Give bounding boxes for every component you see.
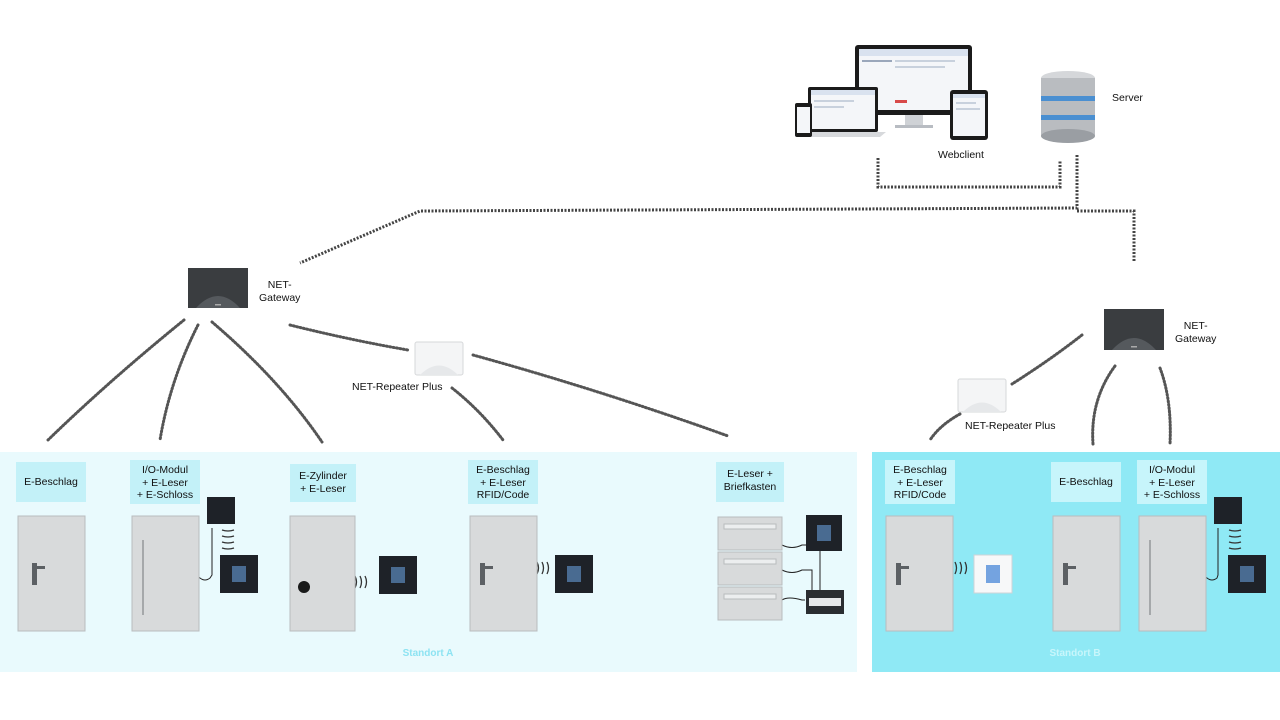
phone-icon: [795, 103, 812, 137]
door-b-3: [1138, 515, 1207, 632]
keypad-reader-icon: [220, 515, 1266, 594]
repeater-a-label: NET-Repeater Plus: [352, 381, 443, 393]
server-icon: [1041, 71, 1095, 143]
network-cable: [299, 155, 1136, 265]
repeater-b-icon: [957, 378, 1007, 413]
device-label-io-modul: I/O-Modul + E-Leser + E-Schloss: [130, 460, 200, 504]
door-b-2: [1052, 515, 1121, 632]
server-label: Server: [1112, 92, 1143, 104]
gateway-b-label: NET- Gateway: [1175, 320, 1217, 345]
device-label-e-zylinder: E-Zylinder + E-Leser: [290, 464, 356, 502]
door-4: [469, 515, 538, 632]
device-label-e-beschlag: E-Beschlag: [16, 462, 86, 502]
wireless-links: [46, 318, 1172, 446]
door-1: [17, 515, 86, 632]
io-module-b-icon: [1214, 497, 1242, 524]
device-label-e-beschlag-rfid: E-Beschlag + E-Leser RFID/Code: [468, 460, 538, 504]
gateway-a-label: NET- Gateway: [259, 279, 301, 304]
io-module-a-icon: [207, 497, 235, 524]
door-3: [289, 515, 356, 632]
gateway-b-icon: [1104, 309, 1164, 350]
door-b-1: [885, 515, 954, 632]
site-b-label: Standort B: [1049, 648, 1101, 659]
door-2: [131, 515, 200, 632]
tablet-icon: [950, 90, 988, 140]
repeater-a-icon: [414, 341, 464, 376]
device-label-e-leser-briefkasten: E-Leser + Briefkasten: [716, 462, 784, 502]
device-label-b-e-beschlag: E-Beschlag: [1051, 462, 1121, 502]
monitor-icon: [855, 45, 972, 128]
site-a-label: Standort A: [402, 648, 454, 659]
gateway-a-icon: [188, 268, 248, 308]
laptop-icon: [800, 87, 886, 137]
repeater-b-label: NET-Repeater Plus: [965, 420, 1056, 432]
device-label-b-io-modul: I/O-Modul + E-Leser + E-Schloss: [1137, 460, 1207, 504]
webclient-label: Webclient: [938, 149, 984, 161]
control-unit-icon: [806, 590, 844, 614]
keypad-dots: [232, 525, 1254, 583]
device-label-b-e-beschlag-rfid: E-Beschlag + E-Leser RFID/Code: [885, 460, 955, 504]
white-keypad-reader-icon: [973, 554, 1013, 594]
mailbox: [717, 516, 783, 621]
